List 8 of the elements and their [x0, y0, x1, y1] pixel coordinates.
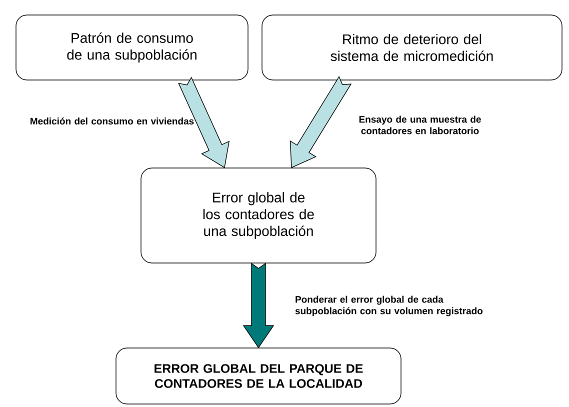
edge-label: Ponderar el error global de cada subpoblación con su volumen registrado	[295, 296, 483, 316]
edge-label: Ensayo de una muestra de contadores en laboratorio	[359, 116, 481, 134]
process-box: Ritmo de deterioro del sistema de micromedición	[262, 14, 562, 80]
process-box: ERROR GLOBAL DEL PARQUE DE CONTADORES DE LA LOCALIDAD	[116, 348, 402, 404]
process-box: Error global de los contadores de una subpoblación	[140, 168, 376, 264]
edge-label: Medición del consumo en viviendas	[30, 117, 194, 125]
block-arrow	[242, 262, 274, 348]
process-box: Patrón de consumo de una subpoblación	[16, 14, 248, 80]
